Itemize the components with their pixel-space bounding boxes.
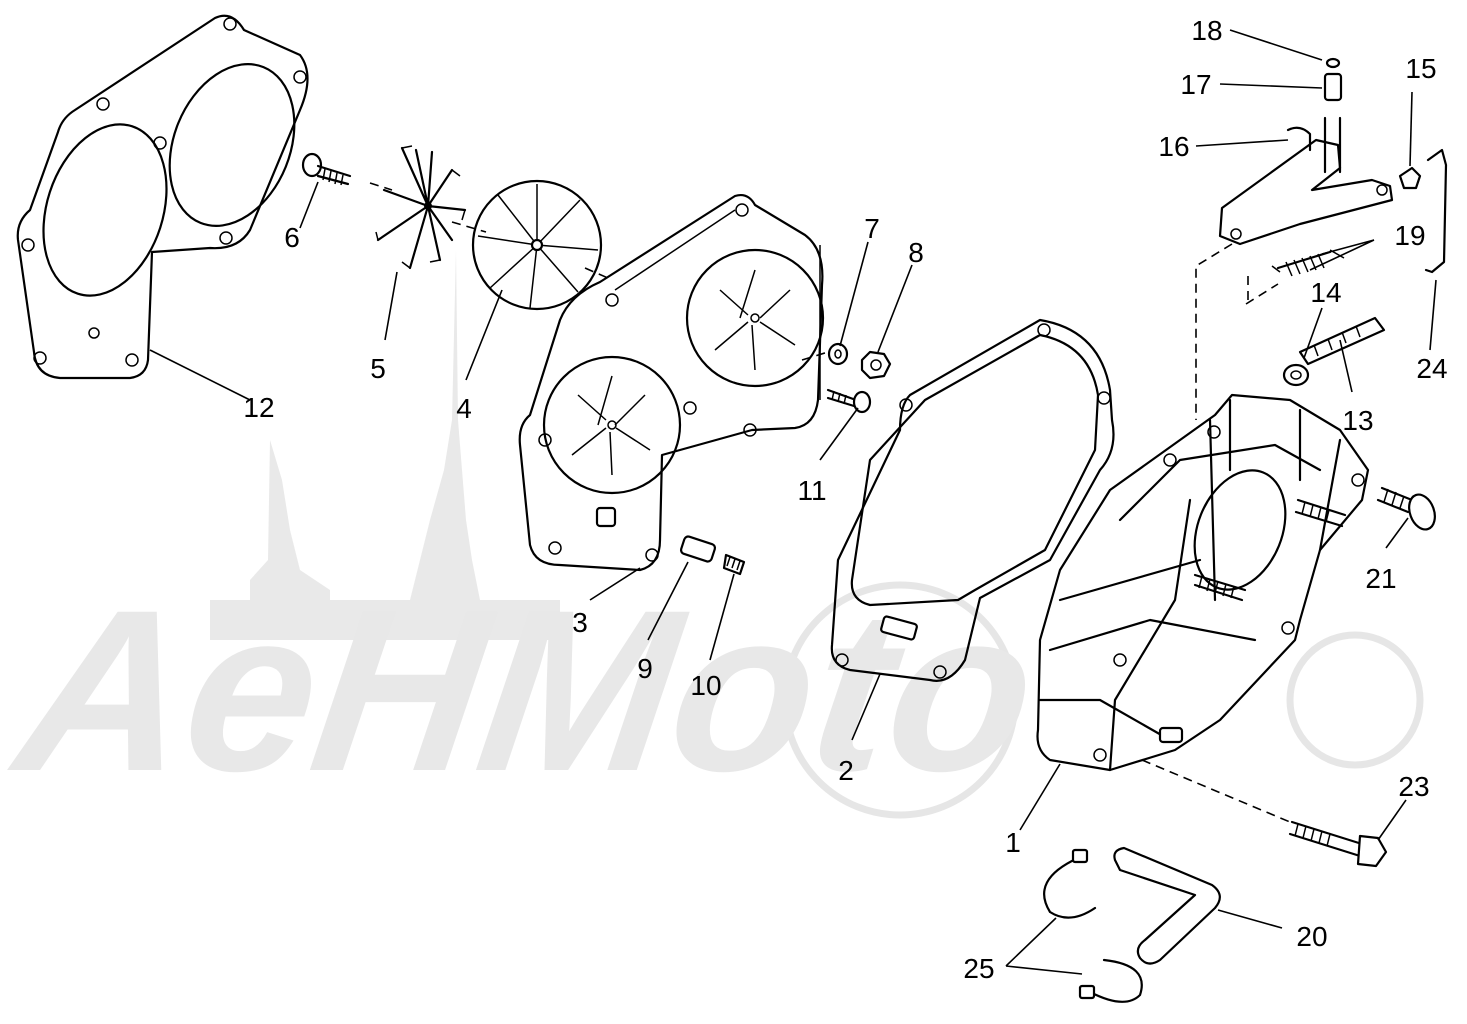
callout-7: 7: [864, 213, 880, 244]
watermark-text: AeHMoto: [0, 562, 1050, 819]
callout-12: 12: [243, 392, 274, 423]
callout-2: 2: [838, 755, 854, 786]
callout-16: 16: [1158, 131, 1189, 162]
callout-labels: 12 6 5 4 3 7 8 11 9 10 2 1 18 17 16 15 1…: [243, 15, 1447, 984]
part-11-screw: [826, 388, 872, 414]
callout-17: 17: [1180, 69, 1211, 100]
callout-9: 9: [637, 653, 653, 684]
callout-5: 5: [370, 353, 386, 384]
part-23-bolt: [1288, 820, 1388, 868]
callout-10: 10: [690, 670, 721, 701]
part-15-nut: [1398, 166, 1422, 190]
callout-1: 1: [1005, 827, 1021, 858]
callout-18: 18: [1191, 15, 1222, 46]
part-19-spring: [1271, 249, 1345, 277]
part-10-screw: [722, 553, 746, 576]
part-20-hose: [1113, 846, 1221, 965]
part-8-nut: [860, 350, 892, 380]
callout-14: 14: [1310, 277, 1341, 308]
part-7-washer: [827, 342, 849, 366]
callout-13: 13: [1342, 405, 1373, 436]
callout-8: 8: [908, 237, 924, 268]
part-3-pump-cover: [518, 193, 825, 572]
callout-21: 21: [1365, 563, 1396, 594]
part-24-link-rod: [1424, 148, 1448, 274]
part-25-hose-clamps: [1043, 848, 1143, 1003]
part-5-reed-valve: [375, 145, 467, 270]
callout-6: 6: [284, 222, 300, 253]
part-21-bolt: [1376, 486, 1436, 531]
callout-3: 3: [572, 607, 588, 638]
part-12-head-gasket: [16, 14, 309, 380]
callout-11: 11: [797, 475, 826, 506]
part-14-bushing: [1282, 363, 1310, 387]
assembly-lines: [369, 182, 1291, 823]
part-9-pin: [679, 535, 717, 563]
part-1-pump-housing: [1036, 393, 1370, 772]
watermark: AeHMoto: [0, 250, 1424, 819]
part-4-diaphragm: [471, 179, 603, 311]
leader-lines: [149, 29, 1437, 975]
part-2-pump-gasket: [830, 318, 1115, 682]
part-6-bolt: [301, 152, 352, 186]
callout-23: 23: [1398, 771, 1429, 802]
callout-15: 15: [1405, 53, 1436, 84]
callout-19: 19: [1394, 220, 1425, 251]
callout-4: 4: [456, 393, 472, 424]
part-13-spring-pin: [1298, 316, 1386, 366]
callout-20: 20: [1296, 921, 1327, 952]
part-18-clip: [1325, 57, 1341, 69]
callout-24: 24: [1416, 353, 1447, 384]
callout-25: 25: [963, 953, 994, 984]
part-16-lever-arm: [1218, 116, 1394, 246]
part-17-sleeve: [1323, 72, 1343, 102]
